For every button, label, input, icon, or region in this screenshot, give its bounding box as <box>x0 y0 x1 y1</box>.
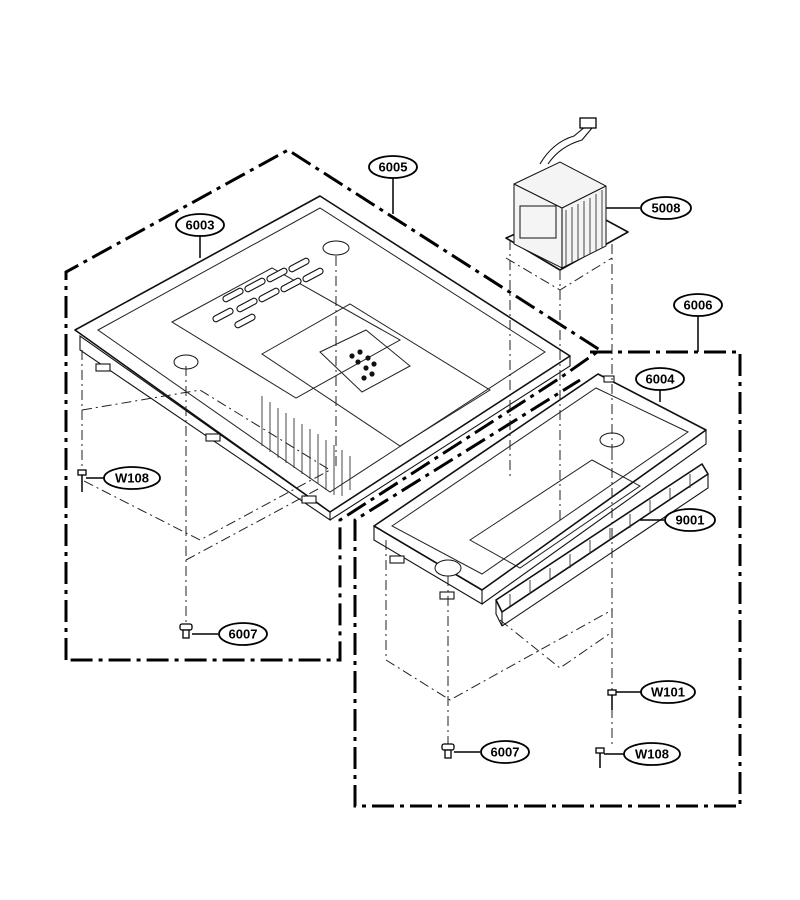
part-label-w108-right: W108 <box>635 747 669 762</box>
part-tag-w108-right: W108 <box>623 742 681 766</box>
screw-w108-right <box>595 747 605 768</box>
vent-slots-front <box>261 396 351 496</box>
part-tag-w101: W101 <box>640 680 696 704</box>
part-label-6005: 6005 <box>379 160 408 175</box>
part-tag-6003: 6003 <box>175 213 225 237</box>
part-label-6006: 6006 <box>684 298 713 313</box>
screw-6007-right <box>441 743 455 759</box>
part-label-6004: 6004 <box>646 372 676 387</box>
gasket-strip-drawing <box>495 463 709 627</box>
part-tag-6004: 6004 <box>635 367 685 391</box>
part-label-6003: 6003 <box>186 218 215 233</box>
part-label-w108-left: W108 <box>115 471 149 486</box>
part-tag-9001: 9001 <box>664 508 716 532</box>
part-label-5008: 5008 <box>652 201 681 216</box>
transformer-drawing <box>505 117 629 271</box>
part-label-6007-right: 6007 <box>491 745 520 760</box>
part-label-w101: W101 <box>651 685 685 700</box>
screw-w108-left <box>77 469 87 492</box>
group-outline-6006 <box>353 350 742 808</box>
base-tray-drawing <box>373 373 707 605</box>
screw-w101 <box>607 689 617 710</box>
part-tag-6007-right: 6007 <box>480 740 530 764</box>
part-label-9001: 9001 <box>676 513 705 528</box>
assembly-guide-lines <box>81 240 613 748</box>
part-tag-6005: 6005 <box>368 155 418 179</box>
group-outline-6005 <box>64 148 603 662</box>
part-label-6007-left: 6007 <box>229 627 258 642</box>
part-tag-w108-left: W108 <box>103 466 161 490</box>
vent-slots-top <box>212 257 324 329</box>
screw-6007-left <box>179 623 193 639</box>
bottom-plate-drawing <box>74 195 571 522</box>
center-hole-pattern <box>349 349 377 381</box>
leader-lines <box>86 178 699 755</box>
part-tag-6006: 6006 <box>673 293 723 317</box>
part-tag-6007-left: 6007 <box>218 622 268 646</box>
transformer-laminations <box>565 190 603 266</box>
part-tag-5008: 5008 <box>640 196 692 220</box>
